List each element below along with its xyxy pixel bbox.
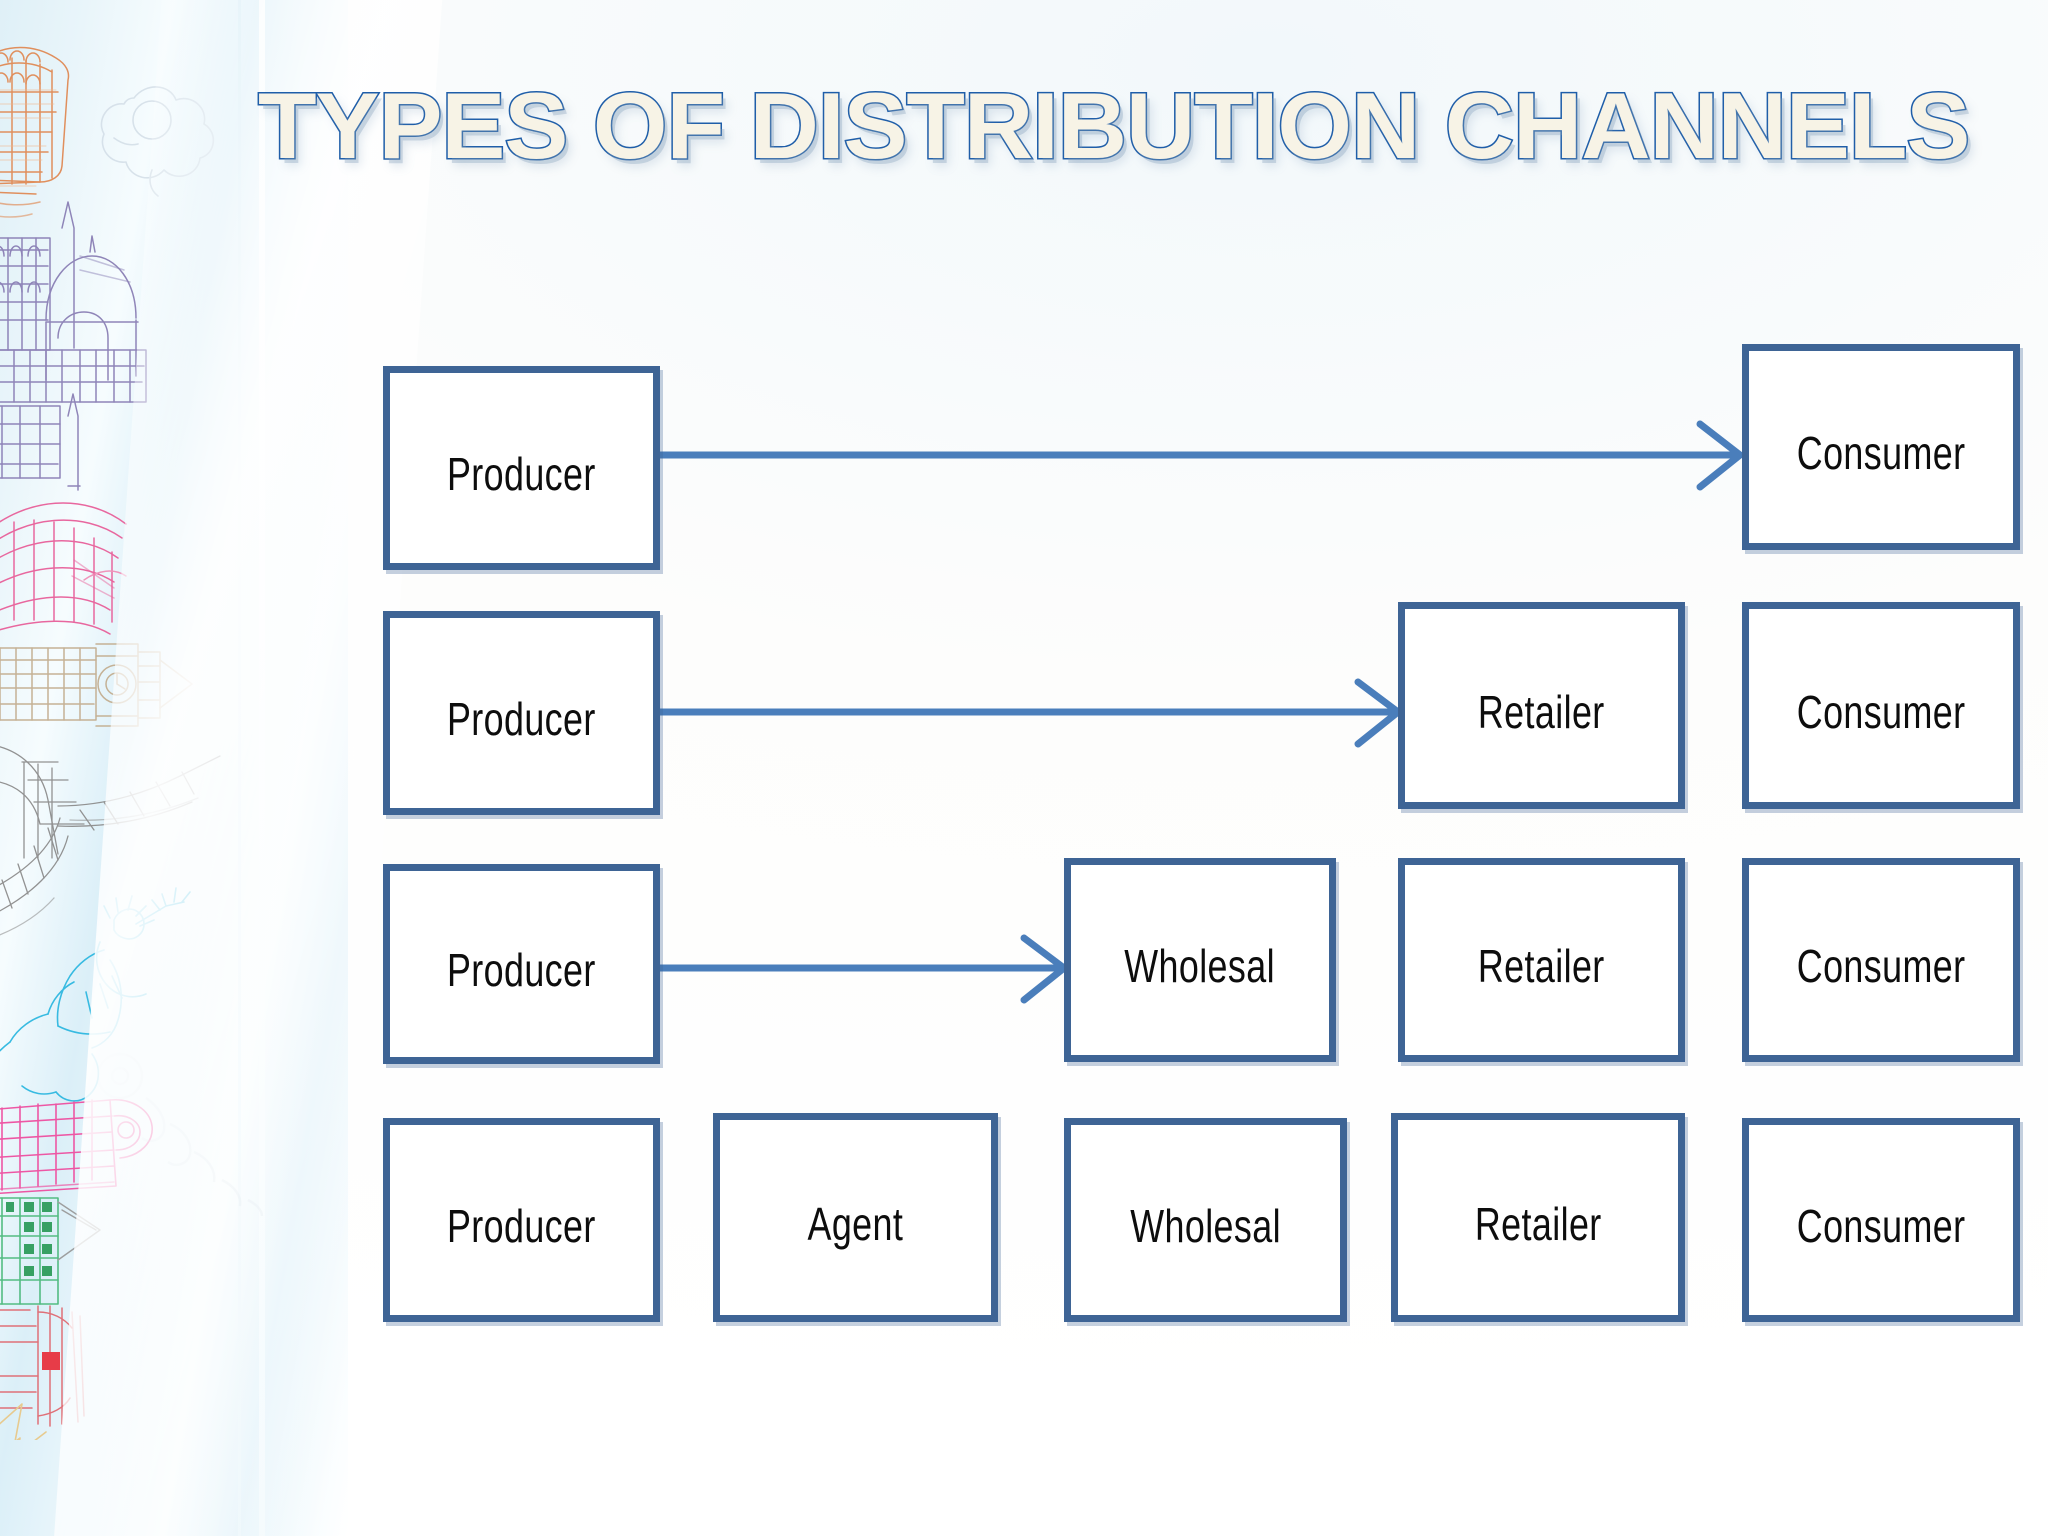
node-label: Agent: [807, 1197, 904, 1250]
node-label: Consumer: [1796, 940, 1966, 992]
eiffel-tower-icon: [0, 746, 221, 936]
arrow-row2-producer-to-retailer: [656, 678, 1402, 748]
sidebar-landmark-strip: [0, 0, 348, 1536]
node-label: Consumer: [1796, 427, 1966, 479]
node-row4-producer[interactable]: Producer: [383, 1118, 660, 1322]
node-label: Retailer: [1478, 685, 1605, 738]
node-label: Consumer: [1796, 1200, 1966, 1252]
flower-doodle-icon: [100, 86, 215, 197]
colosseum-shade: [0, 89, 57, 187]
leaning-tower-of-pisa-icon: [0, 1099, 153, 1195]
pagoda-roof-line: [57, 1201, 101, 1261]
golden-gate-icon: [0, 1403, 47, 1440]
node-row1-consumer[interactable]: Consumer: [1742, 344, 2020, 550]
node-row3-producer[interactable]: Producer: [383, 864, 660, 1064]
node-row1-producer[interactable]: Producer: [383, 366, 660, 570]
node-row3-wholesal[interactable]: Wholesal: [1064, 858, 1336, 1062]
taj-mahal-icon: [0, 201, 147, 491]
strip-edge-highlight-2: [259, 0, 265, 1536]
node-row2-retailer[interactable]: Retailer: [1398, 602, 1685, 809]
node-row2-producer[interactable]: Producer: [383, 611, 660, 815]
node-label: Retailer: [1474, 1197, 1602, 1250]
arch-bridge-icon: [0, 502, 127, 635]
landmark-sketches: [0, 46, 221, 1440]
red-tower-icon: [0, 1305, 85, 1427]
node-row4-consumer[interactable]: Consumer: [1742, 1118, 2020, 1322]
green-pagoda-icon: [0, 1197, 59, 1305]
node-row4-agent[interactable]: Agent: [713, 1113, 998, 1322]
arrow-row3-producer-to-wholesal: [656, 934, 1068, 1004]
arrow-row1-producer-to-consumer: [656, 420, 1744, 491]
node-row3-consumer[interactable]: Consumer: [1742, 858, 2020, 1062]
node-row4-retailer[interactable]: Retailer: [1391, 1113, 1685, 1322]
node-label: Producer: [447, 693, 596, 745]
statue-of-liberty-icon: [0, 887, 191, 1102]
page-title: TYPES OF DISTRIBUTION CHANNELS: [256, 73, 1971, 178]
node-label: Producer: [447, 1200, 596, 1252]
slide-title: TYPES OF DISTRIBUTION CHANNELS: [256, 66, 2048, 186]
node-row2-consumer[interactable]: Consumer: [1742, 602, 2020, 809]
node-label: Producer: [447, 944, 596, 996]
node-row4-wholesal[interactable]: Wholesal: [1064, 1118, 1347, 1322]
node-label: Retailer: [1478, 940, 1605, 992]
node-label: Wholesal: [1130, 1200, 1281, 1252]
colosseum-icon: [0, 46, 70, 218]
strip-edge-highlight-1: [238, 0, 241, 1536]
node-label: Wholesal: [1124, 940, 1276, 992]
node-row3-retailer[interactable]: Retailer: [1398, 858, 1685, 1062]
node-label: Consumer: [1796, 685, 1966, 738]
big-ben-icon: [0, 643, 193, 727]
node-label: Producer: [447, 448, 596, 500]
